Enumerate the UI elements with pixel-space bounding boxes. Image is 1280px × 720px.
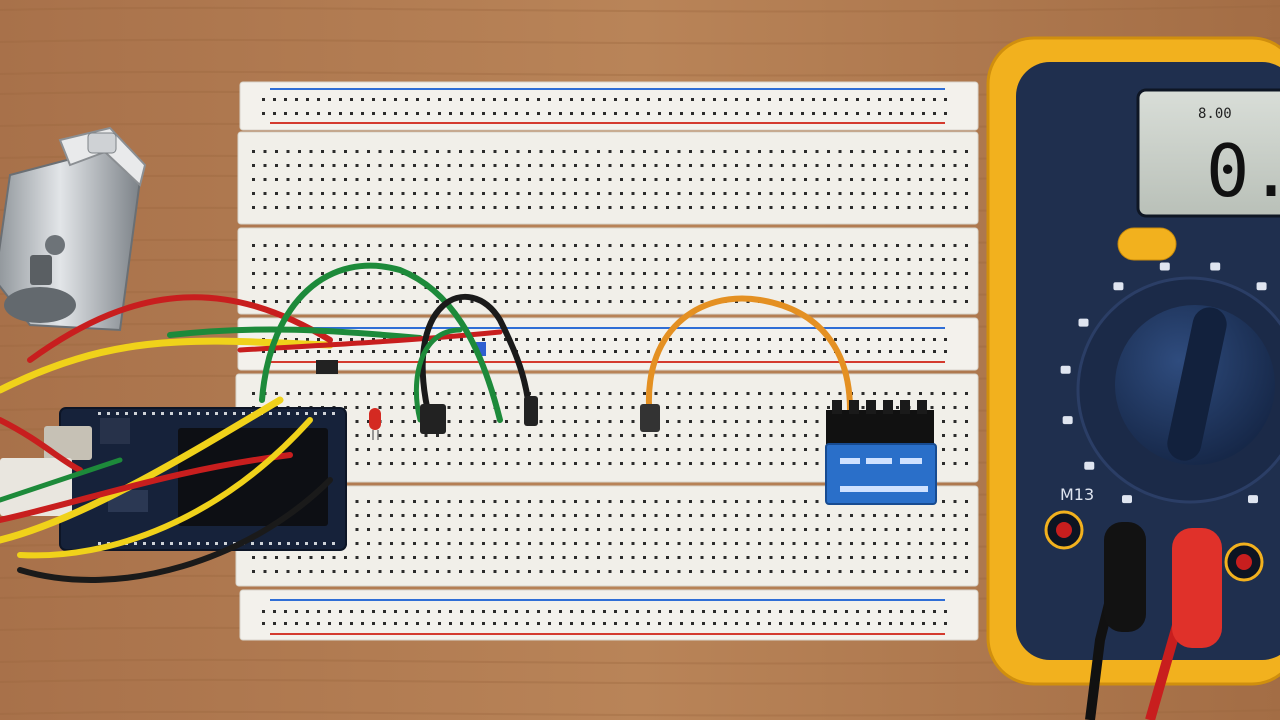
dc-motor [0,126,147,332]
transistor-component [316,342,486,374]
breadboard [235,81,979,641]
multimeter-lcd-reading: 0.5 [1206,129,1280,213]
breadboard-upper-terminal-strip [237,131,979,225]
breadboard-top-power-rail [239,81,979,131]
led [369,408,381,440]
multimeter-lcd-small-text: 8.00 [1198,106,1232,122]
digital-multimeter: 8.00 0.5 M13 [986,36,1280,686]
jumper-wires [0,262,853,583]
multimeter-brand-label: M13 [1060,485,1094,504]
multimeter-probe-jacks[interactable] [1044,510,1264,582]
multimeter-lcd-display: 8.00 0.5 [1136,88,1280,218]
relay-module [825,400,937,505]
breadboard-upper-terminal-strip-2 [237,227,979,315]
multimeter-hold-button[interactable] [1117,227,1177,261]
breadboard-bottom-power-rail [239,589,979,641]
test-probes [1085,522,1222,720]
multimeter-rotary-dial[interactable] [1076,276,1280,504]
